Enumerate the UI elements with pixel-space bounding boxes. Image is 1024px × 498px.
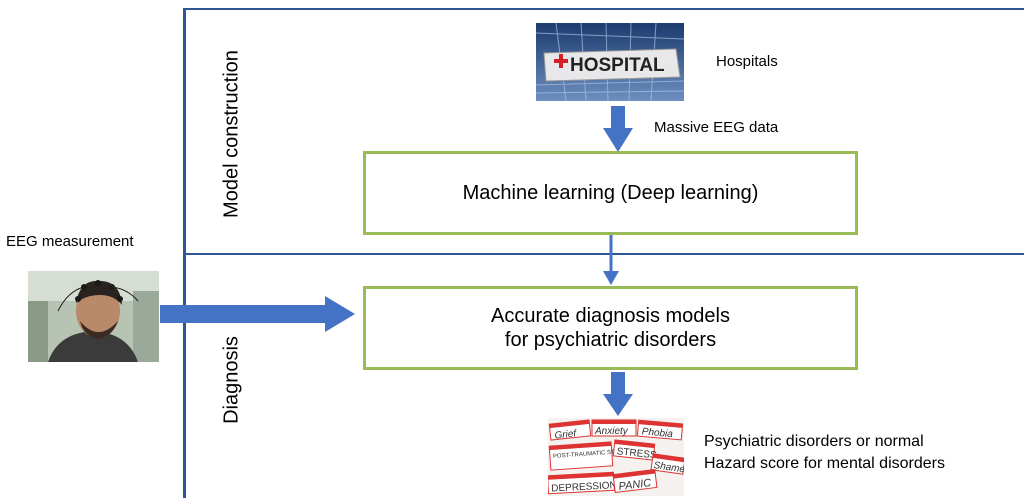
arrow-eeg-to-models [160, 296, 355, 332]
section-label-diagnosis: Diagnosis [220, 336, 243, 424]
tag-grief: Grief [554, 428, 578, 441]
tag-post-traumatic-stress: POST-TRAUMATIC STRESS [553, 449, 631, 460]
diagnosis-models-box: Accurate diagnosis models for psychiatri… [363, 286, 858, 370]
machine-learning-label: Machine learning (Deep learning) [462, 181, 759, 204]
output-line1: Psychiatric disorders or normal [704, 433, 924, 450]
hospital-sign-text: HOSPITAL [570, 55, 665, 76]
tag-depression: DEPRESSION [551, 480, 617, 494]
section-border-top [183, 8, 1024, 10]
disorders-collage-image: Grief Anxiety Phobia POST-TRAUMATIC STRE… [548, 418, 684, 496]
arrow-ml-to-models [603, 235, 619, 285]
tag-stress: STRESS [616, 446, 657, 461]
machine-learning-box: Machine learning (Deep learning) [363, 151, 858, 235]
eeg-measurement-label: EEG measurement [6, 233, 134, 250]
tag-anxiety: Anxiety [594, 426, 629, 437]
tag-phobia: Phobia [641, 426, 673, 440]
tag-shame: Shame [653, 460, 684, 475]
diagnosis-models-line1: Accurate diagnosis models [490, 305, 730, 327]
hospitals-label: Hospitals [716, 53, 778, 70]
hospital-image: HOSPITAL [535, 22, 685, 102]
section-divider-horizontal [183, 253, 1024, 255]
arrow-hospital-to-ml [603, 106, 633, 152]
eeg-person-image [28, 271, 159, 362]
output-line2: Hazard score for mental disorders [704, 455, 945, 472]
diagnosis-models-line2: for psychiatric disorders [504, 329, 717, 351]
massive-eeg-label: Massive EEG data [654, 119, 779, 136]
arrow-models-to-output [603, 372, 633, 416]
section-label-model-construction: Model construction [220, 50, 243, 218]
tag-panic: PANIC [618, 477, 652, 493]
